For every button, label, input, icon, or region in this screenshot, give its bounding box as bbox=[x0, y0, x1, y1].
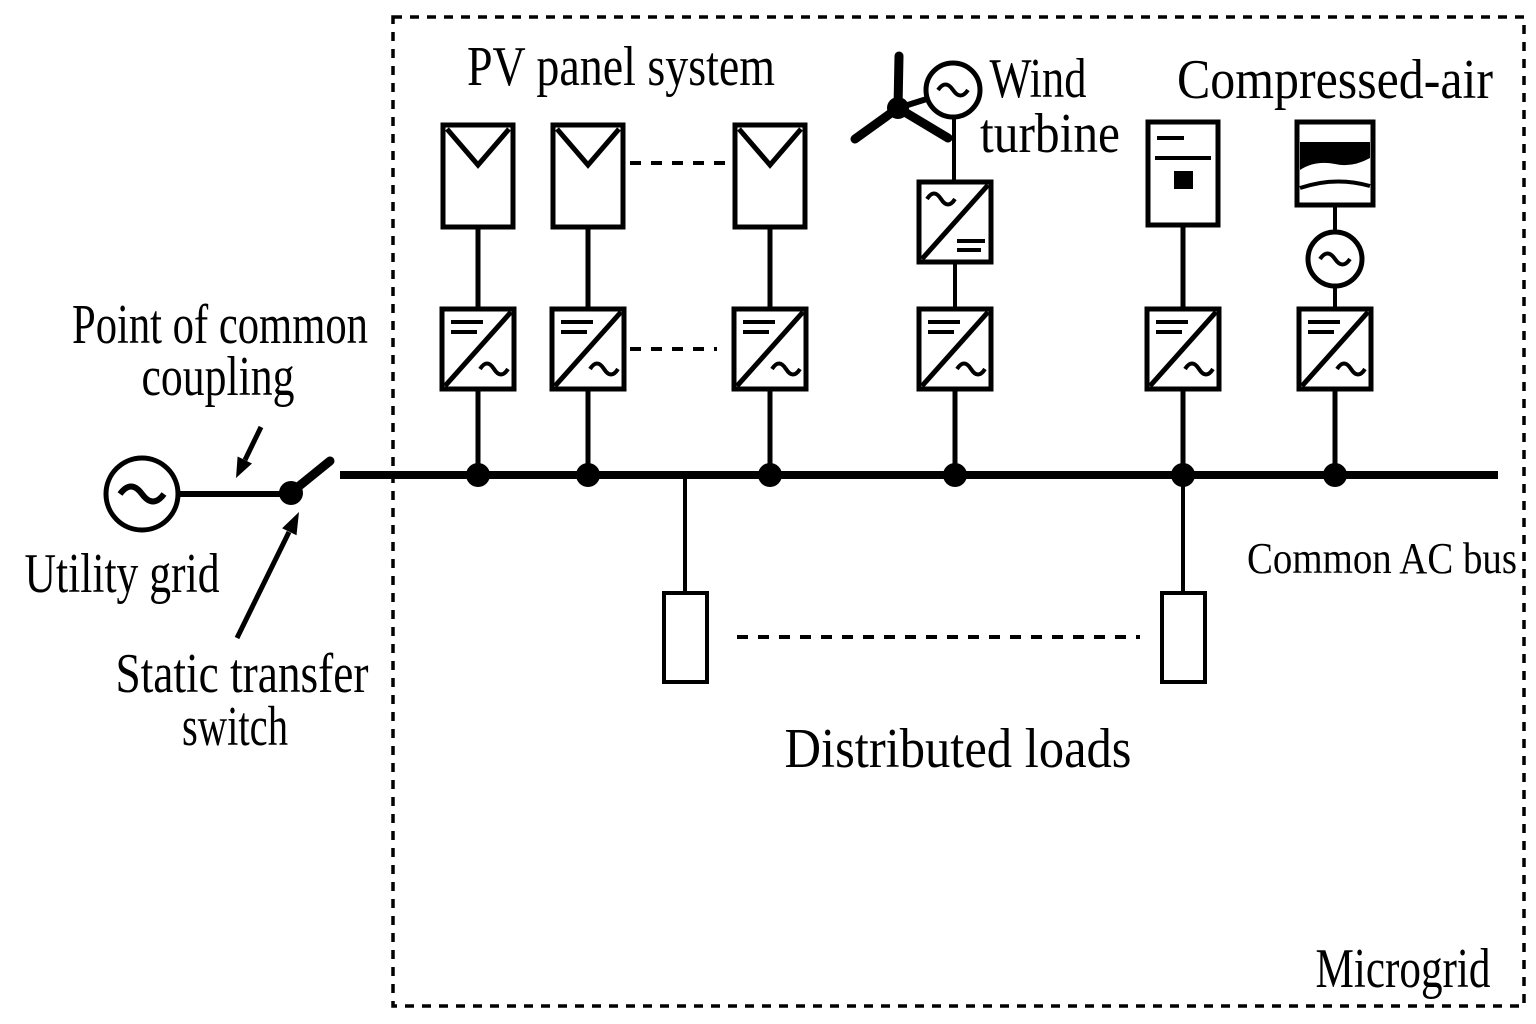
switch-blade bbox=[288, 456, 335, 496]
junction-dot-icon bbox=[466, 463, 490, 487]
junction-dot-icon bbox=[1171, 463, 1195, 487]
wind-converter-ac-dc-icon bbox=[919, 182, 991, 262]
battery-icon bbox=[1145, 119, 1221, 228]
distributed-loads-label: Distributed loads bbox=[785, 718, 1132, 780]
wind-rotor-icon bbox=[850, 51, 953, 144]
load-icon-1 bbox=[662, 591, 709, 684]
wind-label-line2: turbine bbox=[980, 103, 1120, 165]
pv-panel-icon-1 bbox=[443, 125, 513, 227]
junction-dot-icon bbox=[758, 463, 782, 487]
microgrid-label: Microgrid bbox=[1316, 938, 1491, 1000]
junction-dot-icon bbox=[943, 463, 967, 487]
junction-dot-icon bbox=[576, 463, 600, 487]
pcc-label-line2: coupling bbox=[142, 346, 295, 408]
pcc-arrow bbox=[236, 425, 264, 478]
pv-inverter-icon-3 bbox=[734, 309, 806, 389]
wind-label-line1: Wind bbox=[990, 48, 1087, 110]
pv-inverter-icon-1 bbox=[442, 309, 514, 389]
utility-grid-source bbox=[103, 455, 181, 533]
tank-icon bbox=[1294, 119, 1376, 208]
junction-dot-icon bbox=[1323, 463, 1347, 487]
microgrid-boundary-box bbox=[391, 15, 1526, 1008]
sts-arrow bbox=[234, 512, 299, 640]
common-ac-bus-label: Common AC bus bbox=[1247, 534, 1517, 583]
utility-grid-label: Utility grid bbox=[25, 543, 220, 605]
sts-label-line1: Static transfer bbox=[116, 643, 369, 705]
sts-label-line2: switch bbox=[182, 696, 288, 758]
air-inverter-icon bbox=[1299, 309, 1371, 389]
air-machine-icon bbox=[1308, 232, 1362, 286]
pv-title: PV panel system bbox=[467, 36, 775, 98]
compressed-air-title: Compressed-air bbox=[1177, 49, 1493, 111]
wind-inverter-icon bbox=[919, 309, 991, 389]
bus-junction-dots bbox=[466, 463, 1347, 487]
static-transfer-switch bbox=[279, 456, 335, 505]
load-icon-2 bbox=[1160, 591, 1207, 684]
pv-inverter-icon-2 bbox=[552, 309, 624, 389]
pv-panel-icon-3 bbox=[735, 125, 805, 227]
wind-generator-icon bbox=[926, 63, 980, 117]
pcc-label-line1: Point of common bbox=[72, 294, 368, 356]
pv-panel-icon-2 bbox=[553, 125, 623, 227]
ac-tilde-icon bbox=[117, 483, 167, 505]
battery-inverter-icon bbox=[1147, 309, 1219, 389]
